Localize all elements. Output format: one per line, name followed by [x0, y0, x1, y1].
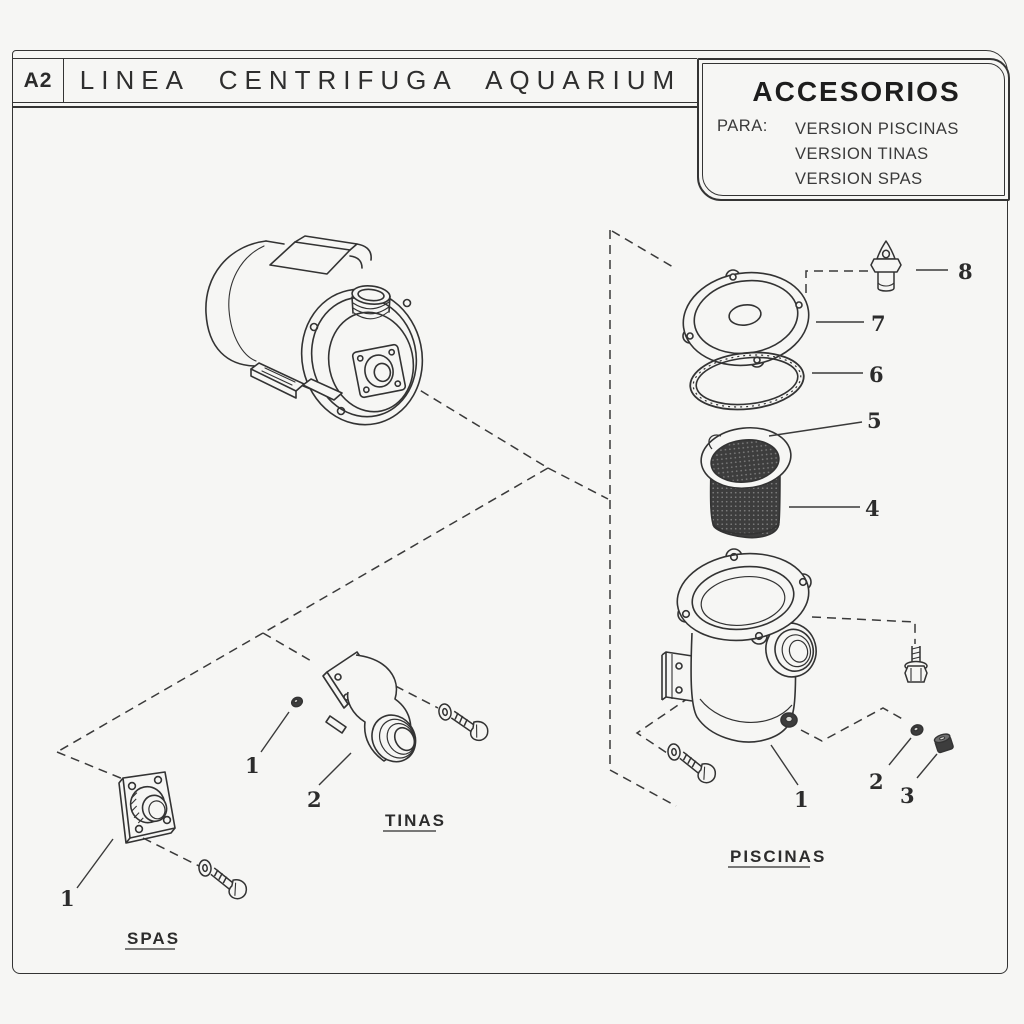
section-label-tinas: TINAS [385, 811, 446, 830]
callout-2-tinas: 2 [307, 787, 322, 812]
callout-2-piscinas: 2 [869, 769, 884, 794]
accessories-for-row: PARA: VERSION PISCINAS VERSION TINAS VER… [717, 117, 996, 192]
version-item-piscinas: VERSION PISCINAS [795, 120, 959, 138]
callout-3-piscinas: 3 [900, 783, 915, 808]
callout-4: 4 [865, 496, 880, 521]
accessories-panel-inner: ACCESORIOS PARA: VERSION PISCINAS VERSIO… [702, 63, 1005, 196]
section-label-spas: SPAS [127, 929, 180, 948]
sheet-code-cell: A2 [13, 59, 64, 102]
callout-leader-lines [76, 269, 948, 889]
callout-6: 6 [869, 362, 884, 387]
callout-8: 8 [958, 259, 973, 284]
piscinas-plug [933, 733, 954, 754]
title-band: A2 LINEA CENTRIFUGA AQUARIUM [13, 58, 697, 103]
piscinas-bolt-right [904, 646, 928, 683]
accessories-title: ACCESORIOS [752, 76, 961, 107]
section-label-piscinas: PISCINAS [730, 847, 826, 866]
version-list: VERSION PISCINAS VERSION TINAS VERSION S… [795, 117, 996, 192]
spas-flange-part [118, 771, 176, 844]
strainer-pot-part [661, 548, 817, 743]
callout-5: 5 [867, 408, 882, 433]
version-item-spas: VERSION SPAS [795, 170, 923, 188]
section-label-underlines [125, 830, 810, 950]
accessories-panel: ACCESORIOS PARA: VERSION PISCINAS VERSIO… [697, 58, 1010, 201]
tinas-nut [290, 696, 304, 708]
strainer-lid-part [682, 269, 810, 368]
strainer-basket-part [700, 426, 792, 539]
title-band-double-rule [13, 106, 697, 108]
tinas-elbow-part [322, 651, 417, 763]
piscinas-nut [910, 724, 924, 736]
sheet-title: LINEA CENTRIFUGA AQUARIUM [79, 65, 682, 95]
version-item-tinas: VERSION TINAS [795, 145, 929, 163]
pump-motor-drawing [205, 235, 424, 426]
callout-1-piscinas: 1 [794, 787, 809, 812]
air-relief-valve-part [870, 240, 902, 292]
for-label: PARA: [717, 117, 768, 135]
callout-1-tinas: 1 [245, 753, 260, 778]
sheet-border [12, 50, 1008, 974]
o-ring-part [689, 351, 805, 411]
dashed-locator-lines [56, 230, 916, 867]
callout-1-spas: 1 [60, 886, 75, 911]
callout-7: 7 [871, 311, 886, 336]
